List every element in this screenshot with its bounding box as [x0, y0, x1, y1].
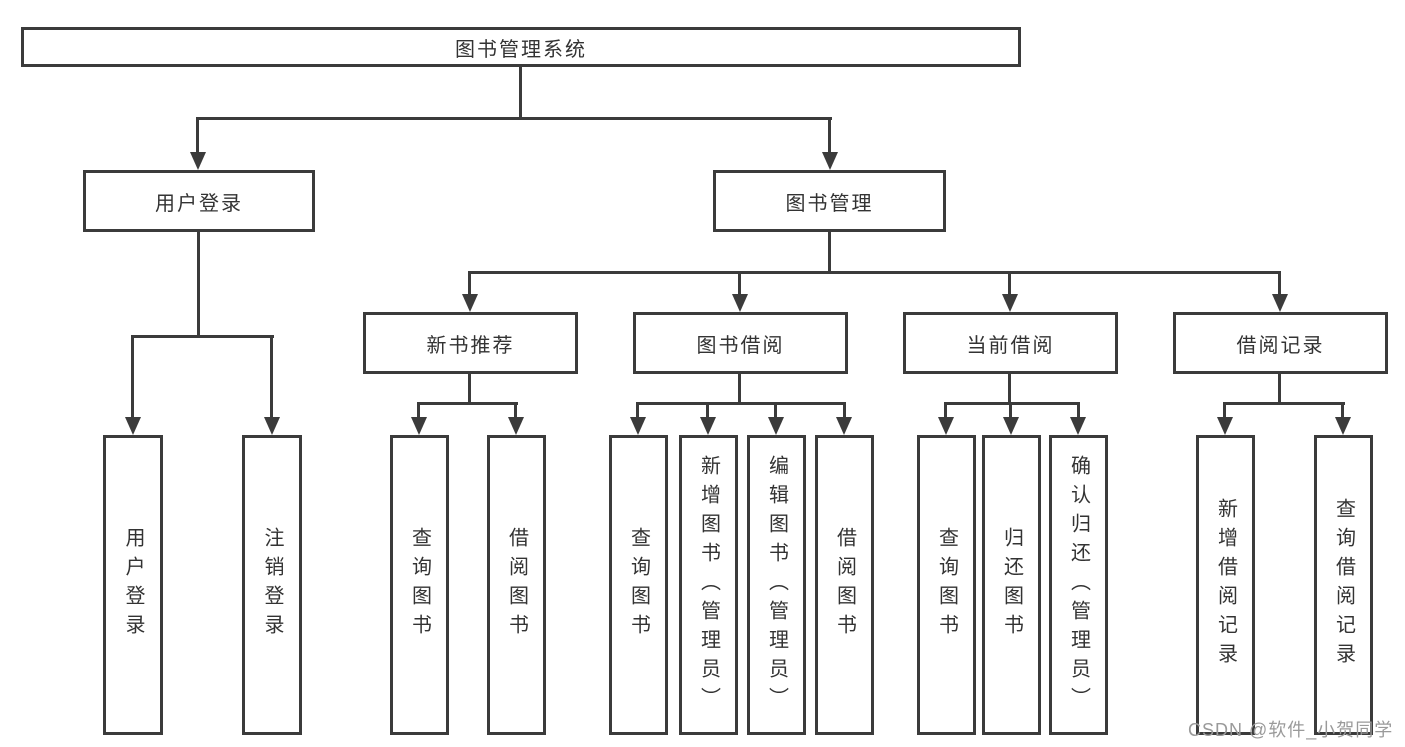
- arrow-down-icon: [508, 417, 524, 435]
- connector-book-management-split: [468, 271, 1281, 274]
- node-current-borrowing-label: 当前借阅: [966, 334, 1055, 357]
- node-borrowing-records: 借阅记录: [1173, 312, 1388, 374]
- leaf-query-books-current-label: 查询图书: [935, 527, 958, 643]
- connector-section3-child3: [1077, 402, 1080, 420]
- connector-section1-split: [417, 402, 518, 405]
- arrow-down-icon: [630, 417, 646, 435]
- connector-to-leaf-user-login: [131, 335, 134, 420]
- node-borrowing-records-label: 借阅记录: [1236, 334, 1325, 357]
- leaf-edit-books-admin-label: 编辑图书（管理员）: [765, 454, 788, 716]
- connector-section1-child1: [417, 402, 420, 420]
- connector-section3-split: [944, 402, 1080, 405]
- connector-section2-child1: [636, 402, 639, 420]
- leaf-query-books-recommend-label: 查询图书: [408, 527, 431, 643]
- leaf-borrow-books-label: 借阅图书: [833, 527, 856, 643]
- leaf-add-books-admin-label: 新增图书（管理员）: [697, 454, 720, 716]
- leaf-borrow-books: 借阅图书: [815, 435, 874, 735]
- connector-section2-child3: [774, 402, 777, 420]
- arrow-down-icon: [822, 152, 838, 170]
- leaf-confirm-return-admin: 确认归还（管理员）: [1049, 435, 1108, 735]
- node-library-management-system: 图书管理系统: [21, 27, 1021, 67]
- leaf-query-borrow-record-label: 查询借阅记录: [1332, 498, 1355, 672]
- arrow-down-icon: [732, 294, 748, 312]
- arrow-down-icon: [700, 417, 716, 435]
- node-current-borrowing: 当前借阅: [903, 312, 1118, 374]
- arrow-down-icon: [1002, 294, 1018, 312]
- leaf-confirm-return-admin-label: 确认归还（管理员）: [1067, 454, 1090, 716]
- node-book-management: 图书管理: [713, 170, 946, 232]
- arrow-down-icon: [264, 417, 280, 435]
- connector-to-leaf-logout: [270, 335, 273, 420]
- connector-section1-child2: [514, 402, 517, 420]
- connector-user-login-stub: [197, 231, 200, 338]
- leaf-query-books-current: 查询图书: [917, 435, 976, 735]
- connector-section3-child1: [944, 402, 947, 420]
- connector-root-to-book-management: [828, 117, 831, 155]
- watermark: CSDN @软件_小贺同学: [1188, 720, 1394, 740]
- connector-section2-stub: [738, 372, 741, 405]
- connector-root-to-user-login: [196, 117, 199, 155]
- node-new-book-recommendation-label: 新书推荐: [426, 334, 515, 357]
- node-library-management-system-label: 图书管理系统: [455, 38, 587, 61]
- connector-section4-stub: [1278, 372, 1281, 405]
- arrow-down-icon: [1003, 417, 1019, 435]
- leaf-add-borrow-record-label: 新增借阅记录: [1214, 498, 1237, 672]
- connector-section4-child1: [1223, 402, 1226, 420]
- connector-section3-child2: [1009, 402, 1012, 420]
- arrow-down-icon: [1217, 417, 1233, 435]
- connector-to-new-book-recommendation: [468, 271, 471, 297]
- leaf-borrow-books-recommend: 借阅图书: [487, 435, 546, 735]
- connector-section1-stub: [468, 372, 471, 405]
- leaf-query-books-borrowing-label: 查询图书: [627, 527, 650, 643]
- arrow-down-icon: [190, 152, 206, 170]
- node-book-borrowing-label: 图书借阅: [696, 334, 785, 357]
- connector-root-split: [197, 117, 832, 120]
- connector-section3-stub: [1008, 372, 1011, 405]
- leaf-logout-label: 注销登录: [261, 527, 283, 643]
- node-new-book-recommendation: 新书推荐: [363, 312, 578, 374]
- connector-to-borrowing-records: [1278, 271, 1281, 297]
- leaf-query-books-borrowing: 查询图书: [609, 435, 668, 735]
- connector-section2-child2: [706, 402, 709, 420]
- arrow-down-icon: [1335, 417, 1351, 435]
- leaf-return-books-label: 归还图书: [1000, 527, 1023, 643]
- leaf-query-books-recommend: 查询图书: [390, 435, 449, 735]
- leaf-add-borrow-record: 新增借阅记录: [1196, 435, 1255, 735]
- leaf-user-login: 用户登录: [103, 435, 163, 735]
- leaf-borrow-books-recommend-label: 借阅图书: [505, 527, 528, 643]
- arrow-down-icon: [938, 417, 954, 435]
- leaf-logout: 注销登录: [242, 435, 302, 735]
- leaf-return-books: 归还图书: [982, 435, 1041, 735]
- connector-section2-split: [636, 402, 846, 405]
- connector-user-login-split: [131, 335, 274, 338]
- node-book-borrowing: 图书借阅: [633, 312, 848, 374]
- arrow-down-icon: [1272, 294, 1288, 312]
- arrow-down-icon: [125, 417, 141, 435]
- connector-root-stub: [519, 65, 522, 120]
- arrow-down-icon: [836, 417, 852, 435]
- node-user-login-label: 用户登录: [155, 192, 243, 215]
- connector-section2-child4: [843, 402, 846, 420]
- leaf-add-books-admin: 新增图书（管理员）: [679, 435, 738, 735]
- connector-to-book-borrowing: [738, 271, 741, 297]
- arrow-down-icon: [411, 417, 427, 435]
- connector-section4-child2: [1341, 402, 1344, 420]
- node-book-management-label: 图书管理: [785, 192, 874, 215]
- leaf-edit-books-admin: 编辑图书（管理员）: [747, 435, 806, 735]
- connector-book-management-stub: [828, 231, 831, 274]
- connector-to-current-borrowing: [1008, 271, 1011, 297]
- node-user-login: 用户登录: [83, 170, 315, 232]
- arrow-down-icon: [462, 294, 478, 312]
- arrow-down-icon: [1070, 417, 1086, 435]
- arrow-down-icon: [768, 417, 784, 435]
- connector-section4-split: [1223, 402, 1345, 405]
- leaf-query-borrow-record: 查询借阅记录: [1314, 435, 1373, 735]
- leaf-user-login-label: 用户登录: [122, 527, 144, 643]
